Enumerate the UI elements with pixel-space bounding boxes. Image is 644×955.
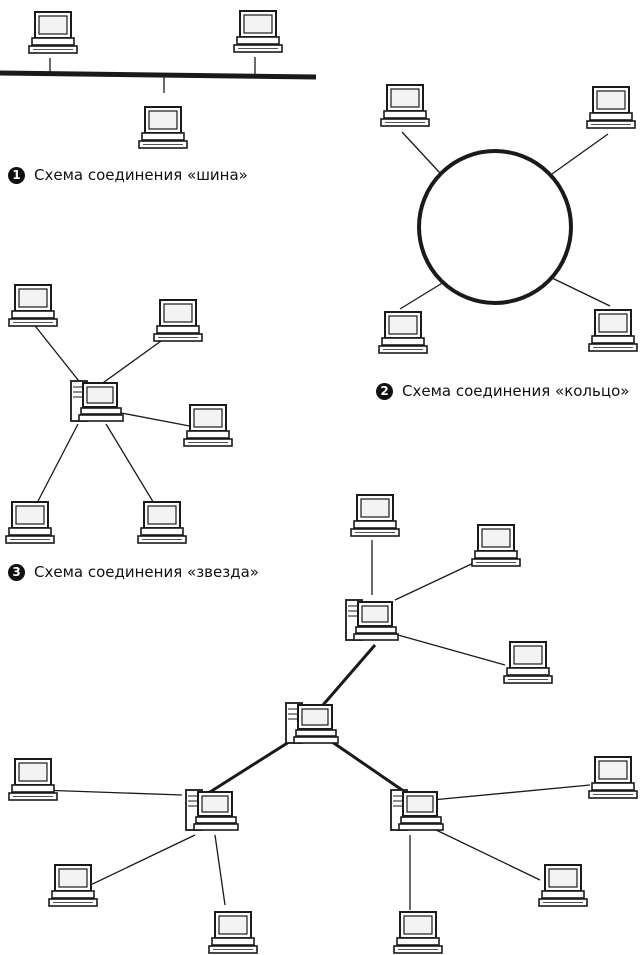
desktop-computer-icon [233, 10, 283, 53]
desktop-computer-icon [138, 106, 188, 149]
desktop-computer-icon [378, 311, 428, 354]
backbone-link [321, 733, 406, 794]
caption-text: Схема соединения «звезда» [34, 563, 259, 581]
caption-star: 3 Схема соединения «звезда» [8, 563, 259, 581]
caption-number-badge: 3 [8, 563, 25, 581]
tower-server-icon [345, 599, 399, 641]
desktop-computer-icon [5, 501, 55, 544]
star-link [115, 411, 201, 429]
ring-topology [378, 84, 638, 354]
hub-link [394, 559, 481, 601]
caption-bus: 1 Схема соединения «шина» [8, 166, 248, 184]
star-topology [5, 284, 233, 544]
desktop-computer-icon [588, 756, 638, 799]
caption-ring: 2 Схема соединения «кольцо» [376, 382, 629, 400]
hub-link [214, 834, 226, 906]
hub-link [397, 634, 506, 666]
desktop-computer-icon [8, 758, 58, 801]
bus-topology [0, 10, 317, 149]
desktop-computer-icon [538, 864, 588, 907]
desktop-computer-icon [137, 501, 187, 544]
desktop-computer-icon [28, 11, 78, 54]
backbone-link [209, 733, 301, 794]
hub-link [79, 834, 196, 891]
desktop-computer-icon [380, 84, 430, 127]
desktop-computer-icon [471, 524, 521, 567]
desktop-computer-icon [350, 494, 400, 537]
tower-server-icon [285, 702, 339, 744]
desktop-computer-icon [48, 864, 98, 907]
caption-text: Схема соединения «кольцо» [402, 382, 630, 400]
desktop-computer-icon [393, 911, 443, 954]
caption-text: Схема соединения «шина» [34, 166, 248, 184]
caption-number-badge: 2 [376, 382, 393, 400]
ring-drop-2 [551, 133, 609, 175]
caption-number-badge: 1 [8, 166, 25, 184]
tower-server-icon [185, 789, 239, 831]
hub-link [39, 789, 183, 796]
star-link [35, 423, 79, 506]
desktop-computer-icon [208, 911, 258, 954]
bus-cable [0, 70, 317, 80]
ring-cable [417, 149, 573, 305]
ring-drop-4 [551, 277, 611, 307]
desktop-computer-icon [586, 86, 636, 129]
ring-drop-1 [401, 131, 441, 174]
star-link [105, 423, 159, 511]
desktop-computer-icon [503, 641, 553, 684]
desktop-computer-icon [588, 309, 638, 352]
desktop-computer-icon [8, 284, 58, 327]
combined-network [8, 494, 638, 954]
hub-link [431, 827, 541, 881]
tower-server-icon [390, 789, 444, 831]
tower-server-icon [70, 380, 124, 422]
ring-drop-3 [399, 281, 445, 310]
hub-link [431, 784, 591, 801]
desktop-computer-icon [183, 404, 233, 447]
star-link [99, 335, 169, 386]
desktop-computer-icon [153, 299, 203, 342]
